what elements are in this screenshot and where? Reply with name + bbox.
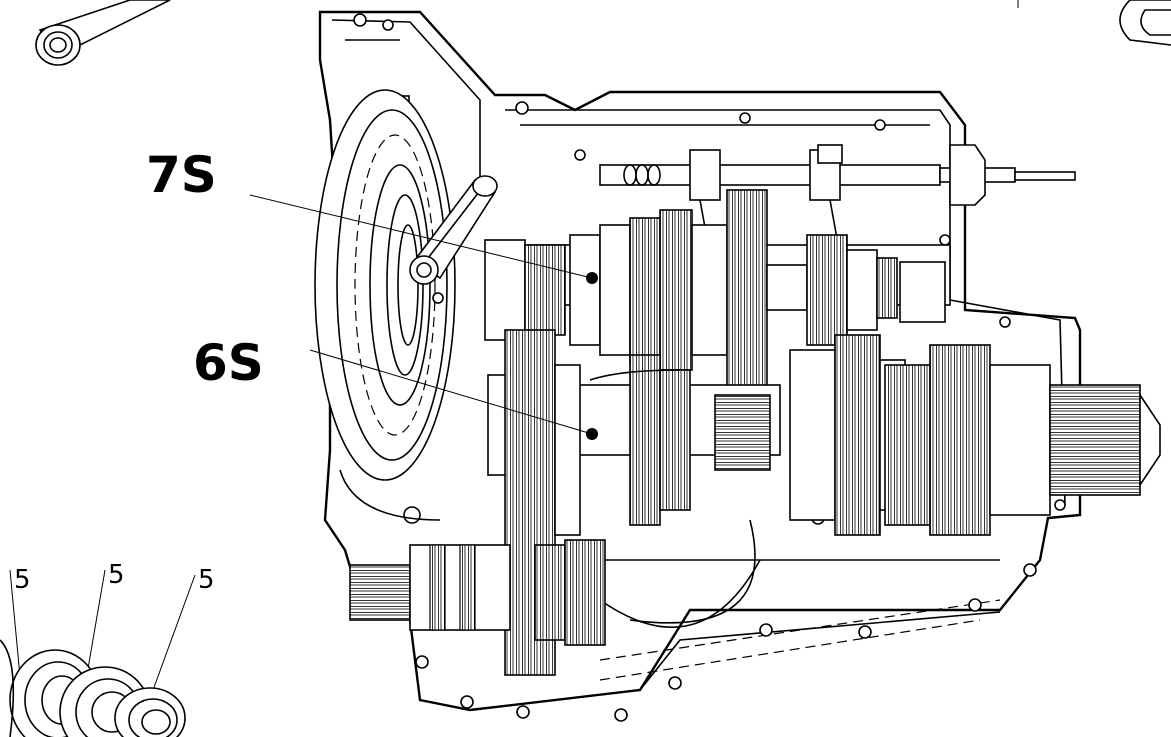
label-item-5c: 5 <box>198 565 215 595</box>
label-item-5b: 5 <box>108 560 125 590</box>
ring-fragment <box>1017 0 1171 46</box>
label-item-5a: 5 <box>14 565 31 595</box>
seal-rings <box>0 639 186 737</box>
bottom-shaft <box>349 539 606 646</box>
connecting-rod-fragment <box>35 0 171 66</box>
label-7s: 7S <box>146 146 217 204</box>
clutch-bell <box>314 89 456 521</box>
leader-7s <box>249 194 593 279</box>
leader-6s <box>309 349 593 435</box>
upper-shaft <box>484 189 951 391</box>
label-6s: 6S <box>193 334 264 392</box>
release-fork <box>409 175 498 304</box>
lower-shaft <box>487 329 1161 676</box>
